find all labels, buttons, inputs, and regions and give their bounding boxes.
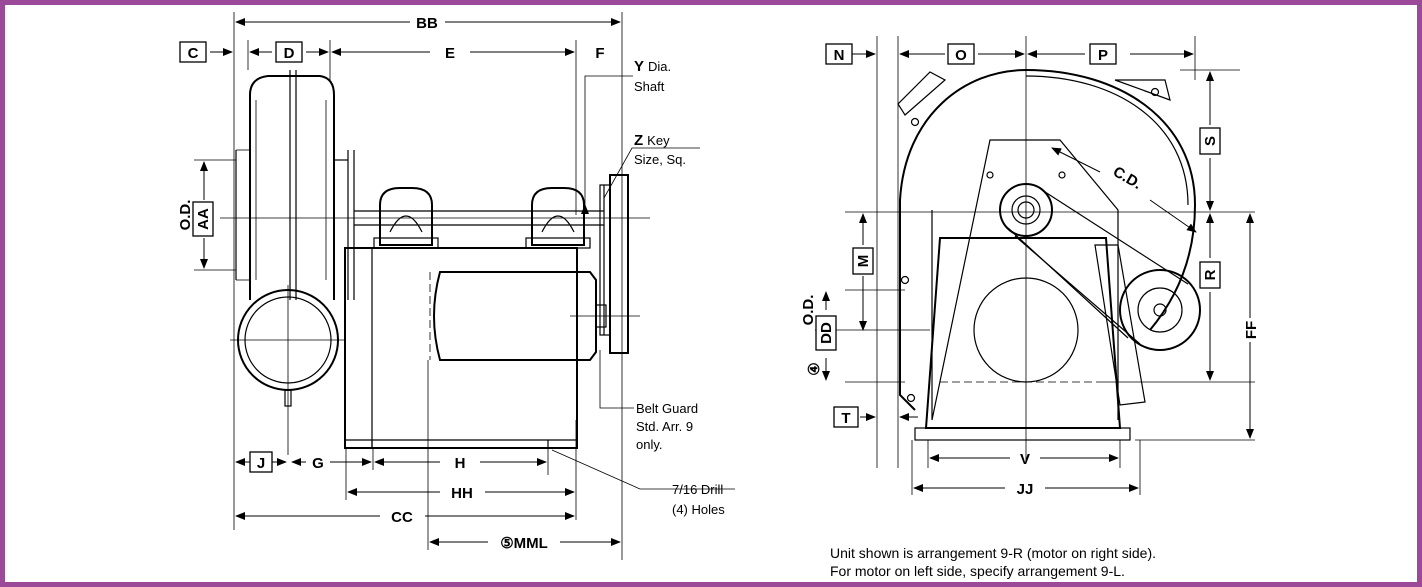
dim-c-label: C — [188, 45, 199, 62]
dim-t-label: T — [841, 410, 850, 427]
dim-cc-label: CC — [391, 509, 413, 526]
dim-mml-label: ⑤MML — [500, 535, 548, 552]
dim-v-label: V — [1020, 451, 1030, 468]
dim-dd-label: DD — [818, 322, 835, 344]
shaft-callout-line2: Shaft — [634, 79, 665, 94]
arrangement-note-line1: Unit shown is arrangement 9-R (motor on … — [830, 545, 1157, 561]
shaft-callout-line1: Y Dia. — [634, 58, 671, 75]
dim-bb-label: BB — [416, 15, 438, 32]
shaft-y-letter: Y — [634, 58, 644, 75]
dim-g-label: G — [312, 455, 324, 472]
dim-h-label: H — [455, 455, 466, 472]
dim-e-label: E — [445, 45, 455, 62]
dim-o-box — [947, 43, 975, 65]
dim-p-label: P — [1098, 47, 1108, 64]
shaft-y-rest: Dia. — [648, 59, 671, 74]
dim-hh-label: HH — [451, 485, 473, 502]
belt-guard-line2: Std. Arr. 9 — [636, 419, 693, 434]
right-view: N O P S R FF C.D. M O.D. DD ④ T V JJ — [800, 36, 1260, 498]
dim-ff-label: FF — [1243, 321, 1260, 339]
key-z-rest: Key — [647, 133, 670, 148]
dim-t-box — [833, 406, 859, 428]
drill-line2: (4) Holes — [672, 502, 725, 517]
belt-guard-line3: only. — [636, 437, 663, 452]
dim-aa-box — [192, 201, 214, 237]
dim-cd-label: C.D. — [1110, 163, 1144, 193]
dim-o-label: O — [955, 47, 967, 64]
key-callout-line2: Size, Sq. — [634, 152, 686, 167]
dim-dd-od-label: O.D. — [800, 295, 817, 326]
belt-guard-line1: Belt Guard — [636, 401, 698, 416]
dim-od-label: O.D. — [177, 200, 194, 231]
key-callout-line1: Z Key — [634, 132, 670, 149]
dim-m-label: M — [855, 255, 872, 268]
dim-dd-box — [815, 315, 837, 351]
dim-p-box — [1089, 43, 1117, 65]
dim-j-box — [249, 451, 273, 473]
note-4-marker: ④ — [806, 362, 823, 375]
dim-d-box — [275, 41, 303, 63]
dim-n-box — [825, 43, 853, 65]
dim-jj-label: JJ — [1017, 481, 1034, 498]
dim-s-label: S — [1202, 136, 1219, 146]
dim-aa-label: AA — [195, 208, 212, 230]
left-view: C D BB E F O.D. AA J G H HH CC ⑤MML Y Dia… — [177, 12, 735, 560]
dim-m-box — [852, 247, 874, 275]
drill-line1: 7/16 Drill — [672, 482, 723, 497]
key-z-letter: Z — [634, 132, 643, 149]
dim-r-label: R — [1202, 269, 1219, 280]
dim-c-box — [179, 41, 207, 63]
dim-s-box — [1199, 127, 1221, 155]
dim-n-label: N — [834, 47, 845, 64]
dim-d-label: D — [284, 45, 295, 62]
dim-j-label: J — [257, 455, 265, 472]
dim-f-label: F — [595, 45, 604, 62]
arrangement-note-line2: For motor on left side, specify arrangem… — [830, 563, 1125, 579]
dim-r-box — [1199, 261, 1221, 289]
arrangement-note: Unit shown is arrangement 9-R (motor on … — [830, 544, 1156, 580]
